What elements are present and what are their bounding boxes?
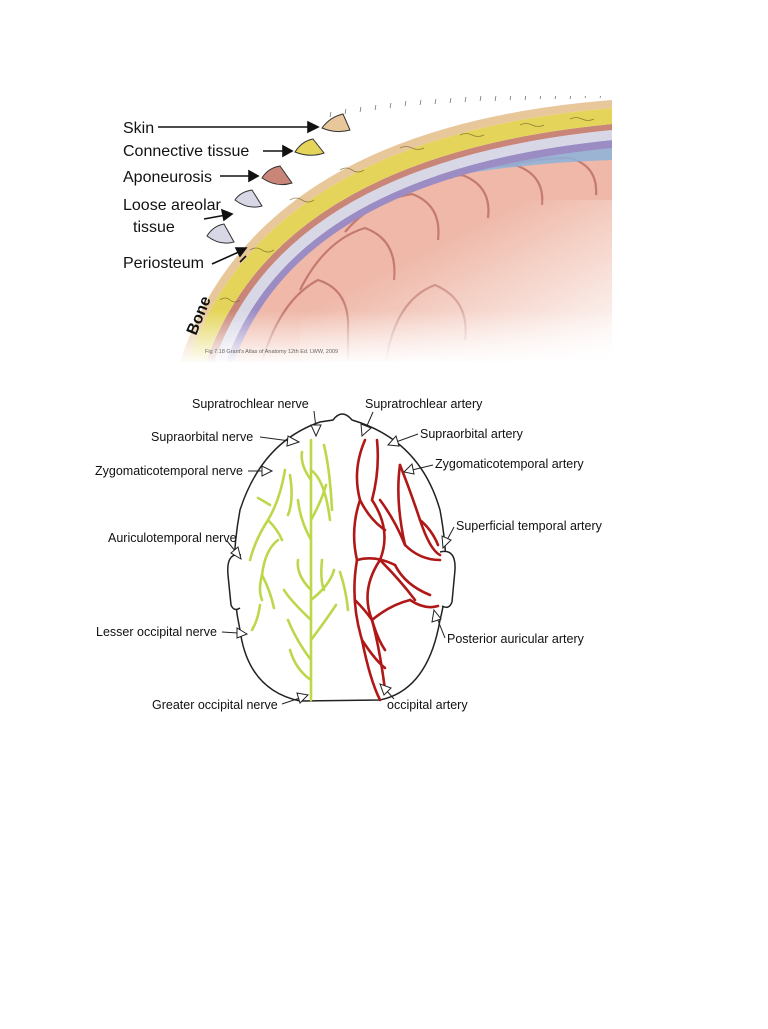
arrow-greater-occipital-nerve: [281, 692, 310, 705]
label-skin: Skin: [123, 120, 154, 137]
label-occipital-artery: occipital artery: [387, 698, 468, 712]
label-supraorbital-nerve: Supraorbital nerve: [151, 430, 253, 444]
artery-branches: [352, 438, 442, 702]
arrow-zygomaticotemporal-nerve: [248, 465, 274, 477]
arrow-periosteum-line: [239, 255, 247, 263]
periosteum-flap: [206, 223, 235, 244]
label-supratrochlear-artery: Supratrochlear artery: [365, 397, 483, 411]
arrow-supraorbital-artery: [386, 433, 419, 447]
connective-tissue-layer: [188, 108, 612, 362]
vessel-arrows: [221, 410, 455, 705]
scalp-vessels-figure: Supratrochlear nerve Supraorbital nerve …: [95, 397, 603, 712]
arrow-supratrochlear-nerve: [310, 410, 322, 438]
label-zygomaticotemporal-artery: Zygomaticotemporal artery: [435, 457, 584, 471]
loose-areolar-layer: [214, 130, 612, 362]
skin-hairs: [329, 96, 601, 118]
right-ear: [439, 550, 456, 609]
arrow-auriculotemporal-nerve: [226, 540, 242, 561]
arrow-periosteum: [211, 250, 242, 265]
label-aponeurosis: Aponeurosis: [123, 169, 212, 186]
nerve-branches: [248, 438, 350, 702]
layer-bands: [90, 96, 612, 362]
skin-layer: [180, 100, 612, 362]
artery-labels: Supratrochlear artery Supraorbital arter…: [365, 397, 603, 712]
layer-flaps: [206, 113, 351, 244]
connective-flap: [294, 138, 325, 156]
arrow-zygomaticotemporal-artery: [402, 462, 434, 475]
label-supraorbital-artery: Supraorbital artery: [420, 427, 524, 441]
label-superficial-temporal-artery: Superficial temporal artery: [456, 519, 603, 533]
figure-credit: Fig 7.18 Grant's Atlas of Anatomy 12th E…: [205, 349, 338, 355]
label-lesser-occipital-nerve: Lesser occipital nerve: [96, 625, 217, 639]
label-tissue: tissue: [133, 219, 175, 236]
aponeurosis-layer: [206, 124, 612, 362]
label-posterior-auricular-artery: Posterior auricular artery: [447, 632, 585, 646]
label-periosteum: Periosteum: [123, 255, 204, 272]
aponeurosis-flap: [261, 165, 293, 186]
label-zygomaticotemporal-nerve: Zygomaticotemporal nerve: [95, 464, 243, 478]
label-greater-occipital-nerve: Greater occipital nerve: [152, 698, 278, 712]
label-auriculotemporal-nerve: Auriculotemporal nerve: [108, 531, 237, 545]
arrow-occipital-artery: [379, 683, 395, 700]
arrow-supraorbital-nerve: [259, 435, 301, 447]
label-connective-tissue: Connective tissue: [123, 143, 249, 160]
arrow-lesser-occipital-nerve: [221, 627, 249, 639]
layer-arrows: [158, 120, 320, 265]
label-supratrochlear-nerve: Supratrochlear nerve: [192, 397, 309, 411]
skin-flap: [321, 113, 351, 133]
arrow-posterior-auricular-artery: [431, 608, 446, 639]
arrow-superficial-temporal-artery: [441, 526, 455, 550]
arrow-supratrochlear-artery: [360, 411, 374, 438]
scalp-layers-figure: Skin Connective tissue Aponeurosis Loose…: [90, 96, 612, 362]
loose-areolar-flap: [234, 189, 263, 208]
left-ear: [227, 553, 242, 611]
connective-texture: [219, 117, 595, 303]
nerve-labels: Supratrochlear nerve Supraorbital nerve …: [95, 397, 309, 712]
label-loose-areolar: Loose areolar: [123, 197, 222, 214]
